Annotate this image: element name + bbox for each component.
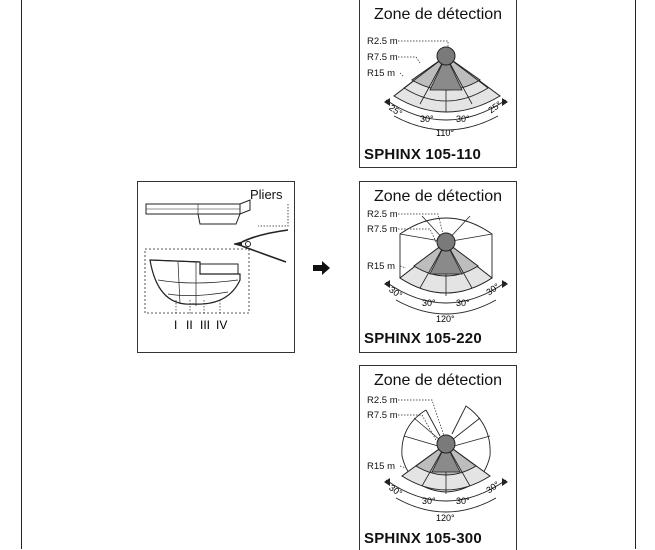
radius-label-2-5: R2.5 m [367,36,398,47]
segment-label-4: IV [216,318,227,332]
angle-label-2: 30° [420,114,434,124]
radius-label-7-5: R7.5 m [367,224,398,235]
model-name: SPHINX 105-110 [364,146,482,163]
segment-label-1: I [174,318,177,332]
right-arrow-icon [313,261,330,275]
detection-panel-105-110: Zone de détection R2.5 m R7.5 m R15 m 25… [359,0,517,168]
lens-cutting-illustration: I II III IV [144,199,289,332]
angle-label-2: 30° [422,298,436,308]
detection-panel-105-220: Zone de détection R2.5 m R7.5 m R15 m 30… [359,181,517,353]
detection-zone-diagram: 30° 30° 30° 30° 120° [384,213,508,324]
angle-label-3: 30° [456,114,470,124]
pliers-instruction-panel: Pliers I II III IV [137,181,295,353]
model-name: SPHINX 105-300 [364,530,482,547]
zone-title: Zone de détection [373,6,503,23]
radius-label-15: R15 m [367,461,395,472]
radius-label-15: R15 m [367,261,395,272]
angle-label-4: 30° [484,479,501,495]
angle-label-2: 30° [422,496,436,506]
page-right-border [635,0,636,549]
radius-label-15: R15 m [367,68,395,79]
detection-zone-diagram: 25° 30° 30° 25° 110° [384,40,508,138]
pliers-label: Pliers [250,187,283,202]
radius-label-2-5: R2.5 m [367,395,398,406]
angle-label-4: 30° [484,281,501,297]
radius-label-7-5: R7.5 m [367,52,398,63]
segment-label-2: II [186,318,193,332]
total-angle-label: 110° [436,128,454,138]
radius-label-7-5: R7.5 m [367,410,398,421]
radius-label-2-5: R2.5 m [367,209,398,220]
model-name: SPHINX 105-220 [364,330,482,347]
zone-title: Zone de détection [373,188,503,205]
detection-zone-diagram: 30° 30° 30° 30° 120° [384,399,508,523]
total-angle-label: 120° [436,513,455,523]
segment-label-3: III [200,318,210,332]
angle-label-3: 30° [456,298,470,308]
page-left-border [21,0,22,549]
angle-label-3: 30° [456,496,470,506]
total-angle-label: 120° [436,314,455,324]
zone-title: Zone de détection [373,372,503,389]
detection-panel-105-300: Zone de détection R2.5 m R7.5 m R15 m 30… [359,365,517,550]
